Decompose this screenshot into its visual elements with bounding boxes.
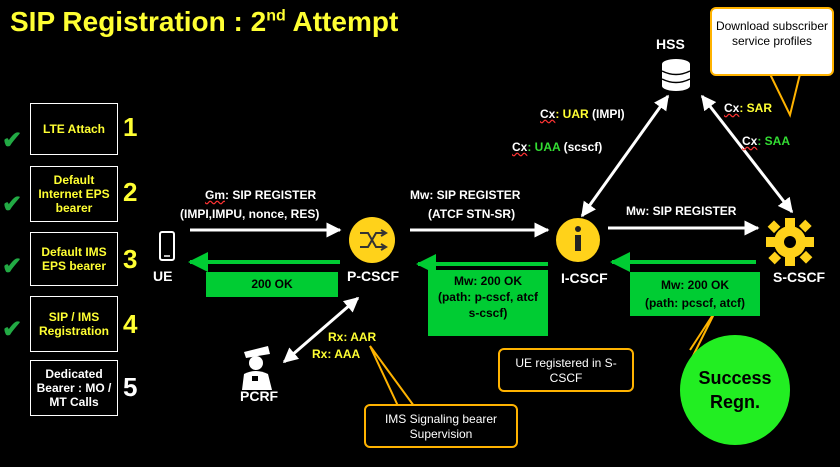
callout-pointer-download	[769, 73, 801, 118]
step-number-3: 3	[123, 244, 138, 274]
gm-register-params: (IMPI,IMPU, nonce, RES)	[180, 207, 320, 221]
step-number-4: 4	[123, 309, 138, 339]
rx-pcscf-pcrf-arrow	[282, 296, 360, 364]
step-number-5: 5	[123, 372, 138, 402]
mw-register-params-1: (ATCF STN-SR)	[428, 207, 516, 221]
cx-uaa-label: Cx: UAA (scscf)	[512, 140, 603, 154]
node-label-ue: UE	[153, 268, 173, 284]
callout-download-profiles: Download subscriber service profiles	[710, 7, 834, 76]
gear-icon	[766, 218, 814, 266]
info-icon	[556, 218, 600, 262]
node-label-pcscf: P-CSCF	[347, 268, 400, 284]
step-number-2: 2	[123, 177, 138, 207]
cx-saa-label: Cx: SAA	[742, 134, 791, 148]
page-title: SIP Registration : 2nd Attempt	[10, 6, 399, 37]
step-sip-ims-registration: SIP / IMS Registration	[30, 296, 118, 352]
cx-uar-label: Cx: UAR (IMPI)	[540, 107, 625, 121]
step-default-internet-bearer: Default Internet EPS bearer	[30, 166, 118, 222]
checkmark-icon: ✔	[2, 316, 23, 343]
step-dedicated-bearer: Dedicated Bearer : MO / MT Calls	[30, 360, 118, 416]
ue-200ok-box: 200 OK	[206, 272, 338, 297]
step-number-1: 1	[123, 112, 138, 142]
checkmark-icon: ✔	[2, 127, 23, 154]
rx-aaa-label: Rx: AAA	[312, 347, 361, 361]
mw-register-label-2: Mw: SIP REGISTER	[626, 204, 737, 218]
rx-aar-label: Rx: AAR	[328, 330, 377, 344]
phone-icon	[159, 231, 175, 261]
router-icon	[349, 217, 395, 263]
gm-register-label: Gm: SIP REGISTER	[205, 188, 317, 202]
node-label-pcrf: PCRF	[240, 388, 279, 404]
police-officer-icon	[242, 346, 272, 390]
checkmark-icon: ✔	[2, 191, 23, 218]
cx-hss-scscf-arrow	[700, 94, 794, 214]
step-lte-attach: LTE Attach	[30, 103, 118, 155]
callout-pointer-ims	[369, 345, 415, 407]
icscf-200ok-box: Mw: 200 OK (path: pcscf, atcf)	[630, 272, 760, 316]
cx-sar-label: Cx: SAR	[724, 101, 773, 115]
checkmark-icon: ✔	[2, 253, 23, 280]
node-label-icscf: I-CSCF	[561, 270, 608, 286]
callout-ims-signaling: IMS Signaling bearer Supervision	[364, 404, 518, 448]
pcscf-200ok-box: Mw: 200 OK (path: p-cscf, atcf s-cscf)	[428, 270, 548, 336]
database-icon	[661, 59, 691, 91]
node-label-scscf: S-CSCF	[773, 269, 826, 285]
cx-icscf-hss-arrow	[580, 94, 670, 218]
callout-ue-registered: UE registered in S-CSCF	[498, 348, 634, 392]
step-default-ims-bearer: Default IMS EPS bearer	[30, 232, 118, 286]
success-badge: Success Regn.	[680, 335, 790, 445]
mw-register-label-1: Mw: SIP REGISTER	[410, 188, 521, 202]
node-label-hss: HSS	[656, 36, 685, 52]
